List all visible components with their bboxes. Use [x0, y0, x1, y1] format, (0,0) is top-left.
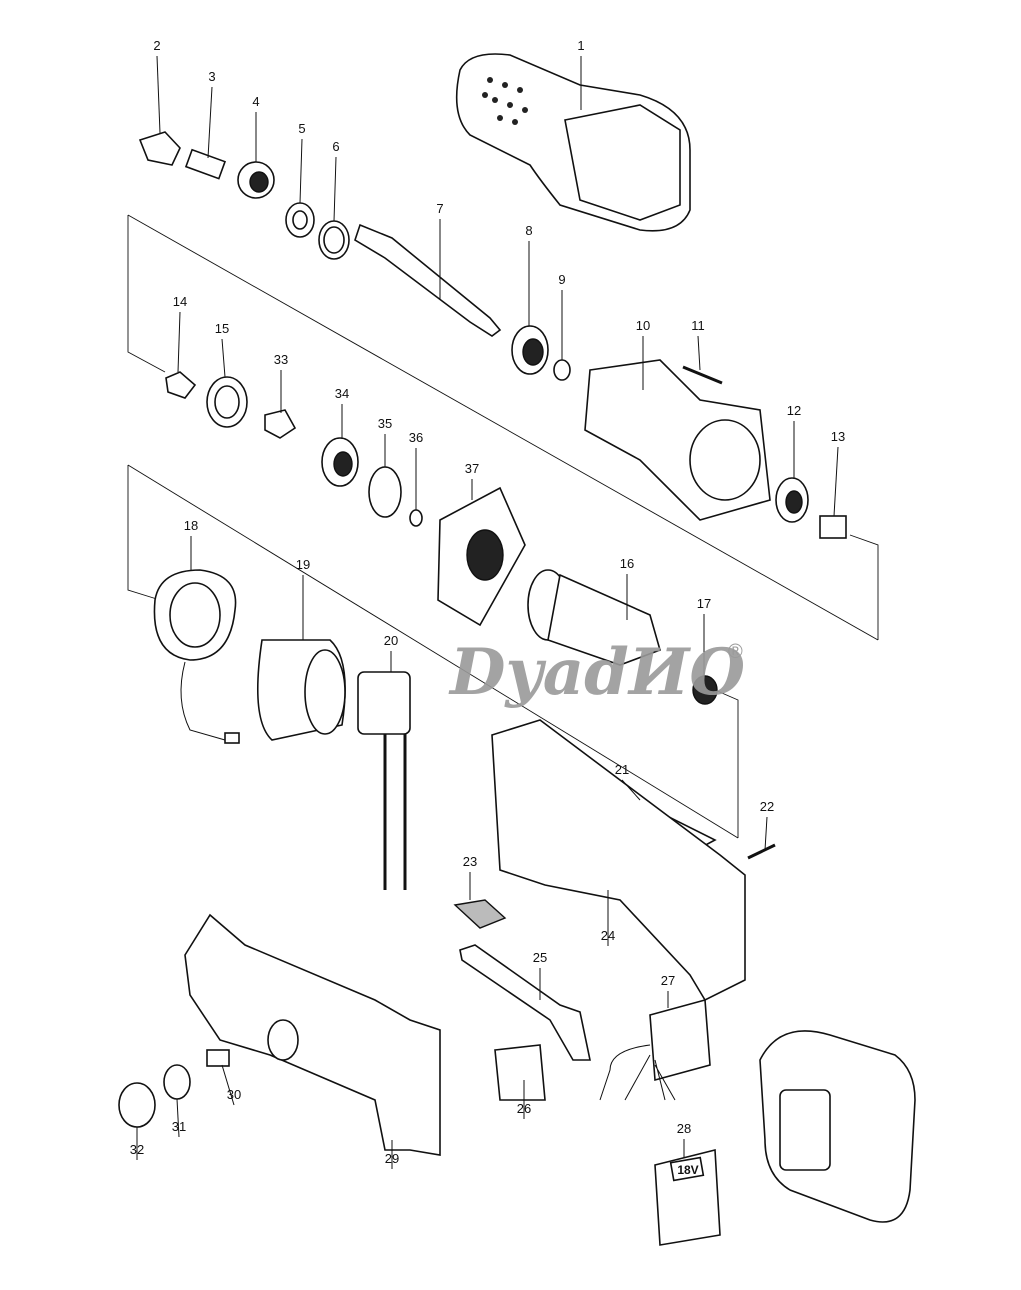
leader-line-14: [177, 311, 181, 373]
part-number-label-3: 3: [208, 69, 215, 84]
part-35-o-ring[interactable]: [368, 466, 402, 518]
part-37-bearing-box[interactable]: [437, 486, 526, 627]
part-number-label-27: 27: [661, 973, 675, 988]
part-11-screw[interactable]: [682, 365, 723, 385]
part-number-label-14: 14: [173, 294, 187, 309]
part-number-label-6: 6: [332, 139, 339, 154]
assembly-lines: [127, 214, 879, 839]
part-34-ball-bearing[interactable]: [321, 437, 359, 487]
part-32-cap[interactable]: [118, 1082, 156, 1128]
part-5-washer[interactable]: [285, 202, 315, 238]
part-number-label-13: 13: [831, 429, 845, 444]
part-number-label-12: 12: [787, 403, 801, 418]
part-25-slide-lever[interactable]: [459, 944, 591, 1061]
part-number-label-22: 22: [760, 799, 774, 814]
part-20-switch[interactable]: [357, 671, 411, 890]
part-number-label-18: 18: [184, 518, 198, 533]
part-18-baffle-plate[interactable]: [153, 569, 240, 744]
leader-line-11: [697, 335, 701, 371]
part-number-label-28: 28: [677, 1121, 691, 1136]
part-number-label-7: 7: [436, 201, 443, 216]
part-7-spindle[interactable]: [354, 223, 502, 337]
part-30-screw[interactable]: [206, 1049, 230, 1067]
part-number-label-26: 26: [517, 1101, 531, 1116]
part-14-clip[interactable]: [165, 371, 197, 399]
leader-lines: [136, 55, 839, 1169]
part-number-label-25: 25: [533, 950, 547, 965]
battery-cartridge[interactable]: [759, 1030, 916, 1223]
part-26-switch[interactable]: [494, 1044, 546, 1101]
part-number-label-36: 36: [409, 430, 423, 445]
part-10-gear-housing[interactable]: [584, 359, 771, 521]
part-2-lock-nut[interactable]: [138, 131, 181, 166]
part-number-label-34: 34: [335, 386, 349, 401]
part-number-label-4: 4: [252, 94, 259, 109]
leader-line-3: [207, 86, 213, 159]
part-3-collet[interactable]: [184, 148, 227, 180]
part-16-armature[interactable]: [527, 569, 661, 666]
part-number-label-2: 2: [153, 38, 160, 53]
part-number-label-33: 33: [274, 352, 288, 367]
part-12-ball-bearing[interactable]: [775, 477, 809, 523]
part-4-collet-cone[interactable]: [237, 161, 275, 199]
part-number-label-8: 8: [525, 223, 532, 238]
part-6-washer[interactable]: [318, 220, 350, 260]
part-31-cap[interactable]: [163, 1064, 191, 1100]
part-19-stator[interactable]: [256, 639, 346, 741]
battery-voltage-label: 18V: [677, 1163, 698, 1177]
leader-line-6: [333, 156, 337, 222]
leader-line-30: [221, 1064, 235, 1106]
part-number-label-23: 23: [463, 854, 477, 869]
part-27-controller[interactable]: [599, 998, 711, 1101]
part-number-label-20: 20: [384, 633, 398, 648]
part-28-terminal[interactable]: 18V: [654, 1148, 721, 1246]
leader-line-15: [221, 338, 226, 378]
part-9-retaining-ring[interactable]: [553, 359, 571, 381]
part-36-retaining-ring[interactable]: [409, 509, 423, 527]
part-number-label-32: 32: [130, 1142, 144, 1157]
part-23-switch-lever[interactable]: [453, 899, 507, 929]
leader-line-13: [833, 446, 839, 517]
part-15-washer[interactable]: [206, 376, 248, 428]
part-number-label-5: 5: [298, 121, 305, 136]
part-number-label-15: 15: [215, 321, 229, 336]
part-number-label-10: 10: [636, 318, 650, 333]
watermark: DyadИO ®: [448, 635, 745, 710]
leader-line-22: [764, 816, 768, 851]
part-29-housing-set-l[interactable]: [184, 913, 441, 1156]
part-22-screw[interactable]: [747, 843, 776, 860]
part-number-label-37: 37: [465, 461, 479, 476]
part-number-label-11: 11: [691, 318, 705, 333]
part-number-label-1: 1: [577, 38, 584, 53]
part-number-label-9: 9: [558, 272, 565, 287]
leader-line-5: [299, 138, 303, 204]
part-number-label-24: 24: [601, 928, 615, 943]
part-number-label-29: 29: [385, 1151, 399, 1166]
part-number-label-35: 35: [378, 416, 392, 431]
part-1-motor-housing[interactable]: [455, 53, 691, 232]
part-number-label-17: 17: [697, 596, 711, 611]
part-number-label-21: 21: [615, 762, 629, 777]
watermark-registered-mark: ®: [728, 641, 743, 663]
leader-line-21: [621, 779, 641, 801]
leader-line-31: [176, 1098, 180, 1138]
part-13-joint[interactable]: [819, 515, 847, 539]
watermark-text: DyadИO: [448, 635, 745, 710]
leader-line-2: [156, 55, 161, 134]
part-number-label-16: 16: [620, 556, 634, 571]
part-number-label-30: 30: [227, 1087, 241, 1102]
part-number-label-31: 31: [172, 1119, 186, 1134]
part-8-ball-bearing[interactable]: [511, 325, 549, 375]
part-number-label-19: 19: [296, 557, 310, 572]
part-33-spindle-lock[interactable]: [264, 409, 297, 439]
part-17-rubber-ring[interactable]: [692, 675, 718, 705]
